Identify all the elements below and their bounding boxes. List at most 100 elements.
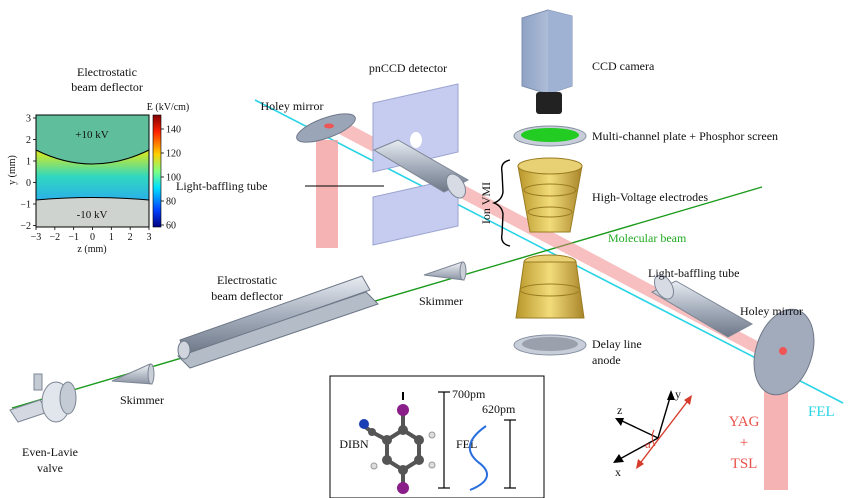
label-620pm: 620pm xyxy=(482,402,516,416)
even-lavie-valve xyxy=(9,373,77,423)
axis-x-arrow xyxy=(613,454,624,463)
label-fel-box: FEL xyxy=(456,437,477,451)
label-deflector-1: Electrostatic xyxy=(217,273,277,287)
inset-xlabel: z (mm) xyxy=(77,244,106,255)
light-baffling-tube-right xyxy=(650,274,754,338)
top-electrode-edge xyxy=(35,149,150,165)
hv-lower-stack xyxy=(515,261,585,319)
polarization-arrow-top xyxy=(684,395,692,405)
alpha-arc xyxy=(651,429,656,447)
iodine-atom-bottom xyxy=(397,482,409,494)
light-baffling-tube-left xyxy=(372,139,470,199)
colorbar-tick-label: 120 xyxy=(166,149,181,160)
axis-x-line xyxy=(617,437,659,461)
inset-ylabel: y (mm) xyxy=(7,155,18,185)
inset-y-tick-label: −2 xyxy=(20,221,31,232)
coordinate-axes: y z x α xyxy=(613,387,692,479)
nitrogen-atom xyxy=(359,419,369,429)
bottom-electrode-voltage: -10 kV xyxy=(77,209,108,221)
inset-x-tick-label: −1 xyxy=(68,232,79,243)
hydrogen-atom-2 xyxy=(428,461,436,469)
mcp-phosphor xyxy=(513,125,587,147)
colorbar-tick-label: 140 xyxy=(166,125,181,136)
inset-title-line1: Electrostatic xyxy=(77,65,137,79)
anode-plate xyxy=(522,337,578,351)
label-tsl: TSL xyxy=(731,456,758,472)
molecule-box-frame xyxy=(329,375,545,498)
inset-y-tick-label: 0 xyxy=(26,178,31,189)
inset-y-tick-label: 1 xyxy=(26,157,31,168)
camera-side xyxy=(548,10,572,94)
baffle-tube-left-end xyxy=(446,173,466,199)
label-light-baffling-right: Light-baffling tube xyxy=(648,266,739,280)
axis-z-arrow xyxy=(615,418,624,426)
label-ccd-camera: CCD camera xyxy=(592,59,655,73)
skimmer-lower-cone xyxy=(111,363,153,385)
bottom-electrode-region xyxy=(36,197,149,227)
hv-electrodes-upper xyxy=(517,157,583,233)
top-electrode-region xyxy=(36,115,149,164)
holey-mirror-left-hole xyxy=(324,123,334,129)
axis-z-label: z xyxy=(617,403,622,417)
colorbar-tick-label: 80 xyxy=(166,197,176,208)
hydrogen-atom-3 xyxy=(370,462,378,470)
label-holey-mirror-right: Holey mirror xyxy=(740,304,803,318)
label-pnccd: pnCCD detector xyxy=(369,61,447,75)
label-yag: YAG xyxy=(729,414,760,430)
inset-y-tick-label: 3 xyxy=(26,114,31,125)
pnccd-notch xyxy=(410,132,422,148)
camera-lens xyxy=(536,92,562,114)
phosphor-screen xyxy=(521,128,579,142)
label-fel-right: FEL xyxy=(808,404,835,420)
label-dibn: DIBN xyxy=(339,437,369,451)
label-holey-mirror-left: Holey mirror xyxy=(261,99,324,113)
molecule-box: DIBN 700pm xyxy=(329,375,545,498)
skimmer-lower xyxy=(111,363,155,385)
ion-vmi-brace xyxy=(492,159,511,247)
inset-x-tick-label: 3 xyxy=(147,232,152,243)
label-skimmer-lower: Skimmer xyxy=(120,393,164,407)
axis-y-line xyxy=(657,393,672,439)
carbon-atom-nitrile xyxy=(368,428,376,436)
inset-x-tick-label: 1 xyxy=(109,232,114,243)
valve-top-fitting xyxy=(33,373,43,391)
fel-beam-line xyxy=(254,99,844,404)
carbon-atom-5 xyxy=(414,455,424,465)
hydrogen-atom-1 xyxy=(428,431,436,439)
baffle-tube-left-body xyxy=(372,139,470,193)
pnccd-lower-plate xyxy=(372,177,459,246)
carbon-atom-1 xyxy=(398,425,408,435)
alpha-label: α xyxy=(645,439,651,451)
label-ion-vmi: Ion VMI xyxy=(479,182,493,224)
hv-upper-rim xyxy=(517,157,583,175)
skimmer-lower-base xyxy=(147,363,155,385)
valve-flange xyxy=(59,381,77,415)
label-hv-electrodes: High-Voltage electrodes xyxy=(592,190,708,204)
inset-x-tick-label: −3 xyxy=(31,232,42,243)
laser-vertical-left xyxy=(316,140,338,248)
hv-upper-ring-1 xyxy=(523,183,577,197)
carbon-atom-4 xyxy=(398,465,408,475)
axis-x-label: x xyxy=(615,465,621,479)
top-electrode-voltage: +10 kV xyxy=(75,129,108,141)
holey-mirror-left xyxy=(296,113,356,143)
label-plus: + xyxy=(740,435,748,451)
skimmer-upper xyxy=(423,261,467,281)
hv-lower-ring xyxy=(519,283,581,297)
inset-x-tick-label: 2 xyxy=(128,232,133,243)
inset-x-tick-label: −2 xyxy=(50,232,61,243)
hv-upper-ring-2 xyxy=(527,206,573,218)
carbon-atom-3 xyxy=(382,455,392,465)
polarization-arrow-bottom xyxy=(636,459,644,469)
inset-y-tick-label: 2 xyxy=(26,135,31,146)
holey-mirror-right xyxy=(753,308,815,396)
polarization-line xyxy=(637,397,691,467)
holey-mirror-right-hole xyxy=(779,347,787,355)
deflector-rod-end xyxy=(177,340,191,360)
inset-title-line2: beam deflector xyxy=(71,80,143,94)
electrostatic-deflector xyxy=(177,275,379,369)
colorbar-label: E (kV/cm) xyxy=(147,102,190,113)
